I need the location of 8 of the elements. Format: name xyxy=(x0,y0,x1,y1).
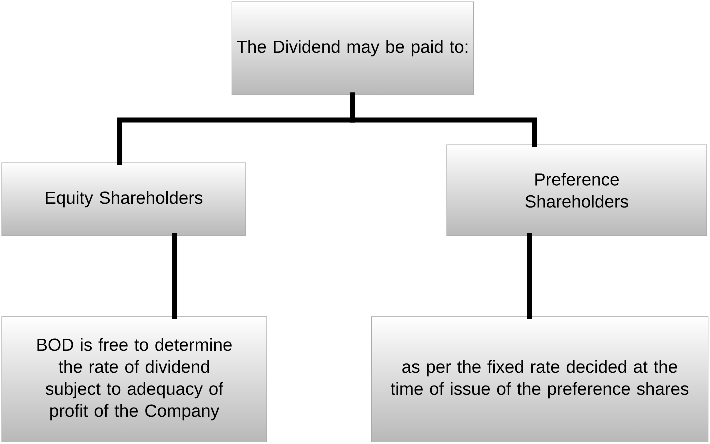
connector-line xyxy=(528,233,532,320)
text-box: The Dividend may be paid to: xyxy=(232,2,474,96)
connector-line xyxy=(172,233,178,320)
text-box: Equity Shareholders xyxy=(2,162,246,236)
text-box: Preference Shareholders xyxy=(446,144,708,236)
connector-line xyxy=(350,92,538,148)
text-box: as per the fixed rate decided at the time of issue of the preference shares xyxy=(371,316,709,442)
text-box: BOD is free to determine the rate of dividend subject to adequacy of profit of the Company xyxy=(2,316,268,442)
